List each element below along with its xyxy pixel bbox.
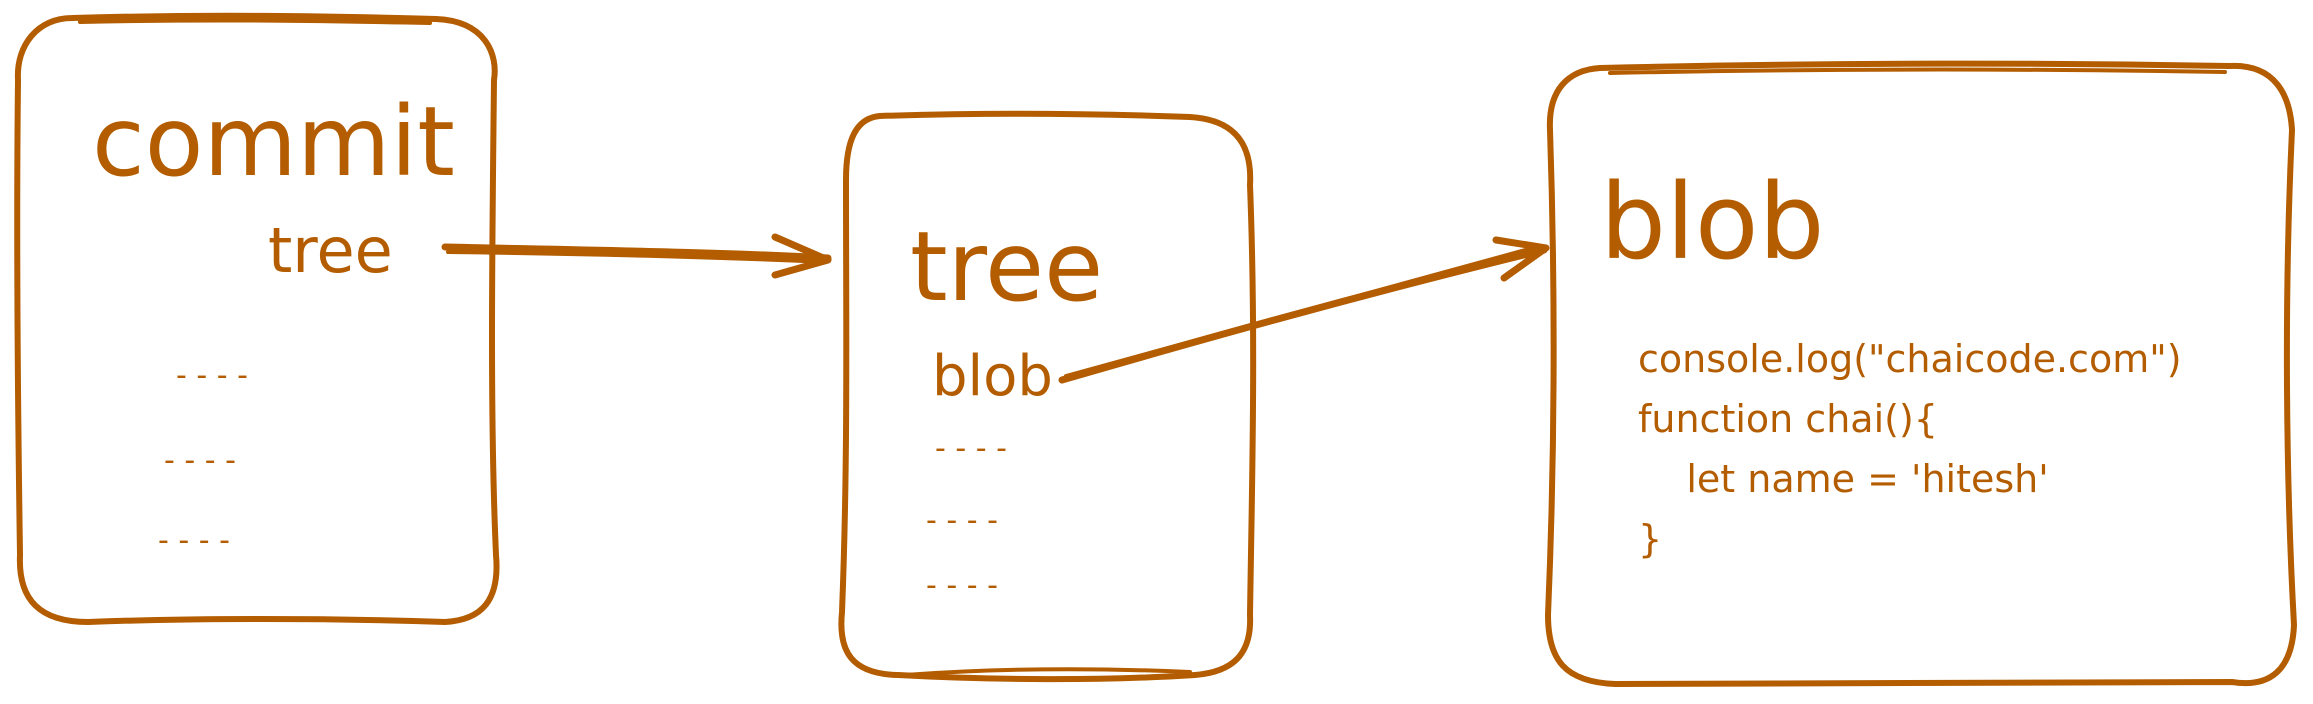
commit-placeholder-2: - - - -	[164, 443, 236, 478]
commit-placeholder-1: - - - -	[176, 358, 248, 393]
blob-box-border	[1545, 60, 2297, 687]
commit-box-border	[14, 12, 500, 625]
commit-tree-field: tree	[268, 214, 393, 287]
tree-placeholder-3: - - - -	[926, 568, 998, 603]
tree-title: tree	[910, 211, 1103, 323]
tree-placeholder-1: - - - -	[935, 431, 1007, 466]
blob-title: blob	[1600, 161, 1825, 283]
tree-box: tree blob - - - - - - - - - - - -	[838, 110, 1257, 683]
blob-code-line-1: console.log("chaicode.com")	[1638, 337, 2182, 381]
commit-box: commit tree - - - - - - - - - - - -	[14, 12, 500, 625]
blob-code-line-2: function chai(){	[1638, 397, 1938, 441]
blob-code-line-3: let name = 'hitesh'	[1638, 457, 2049, 501]
blob-box: blob console.log("chaicode.com") functio…	[1545, 60, 2297, 687]
commit-placeholder-3: - - - -	[158, 523, 230, 558]
blob-code-line-4: }	[1638, 517, 1662, 561]
commit-title: commit	[92, 86, 455, 198]
arrow-tree-to-blob	[1058, 236, 1550, 384]
arrow-commit-to-tree	[441, 233, 832, 279]
tree-placeholder-2: - - - -	[926, 503, 998, 538]
tree-box-border	[838, 110, 1257, 683]
tree-blob-field: blob	[932, 344, 1053, 409]
